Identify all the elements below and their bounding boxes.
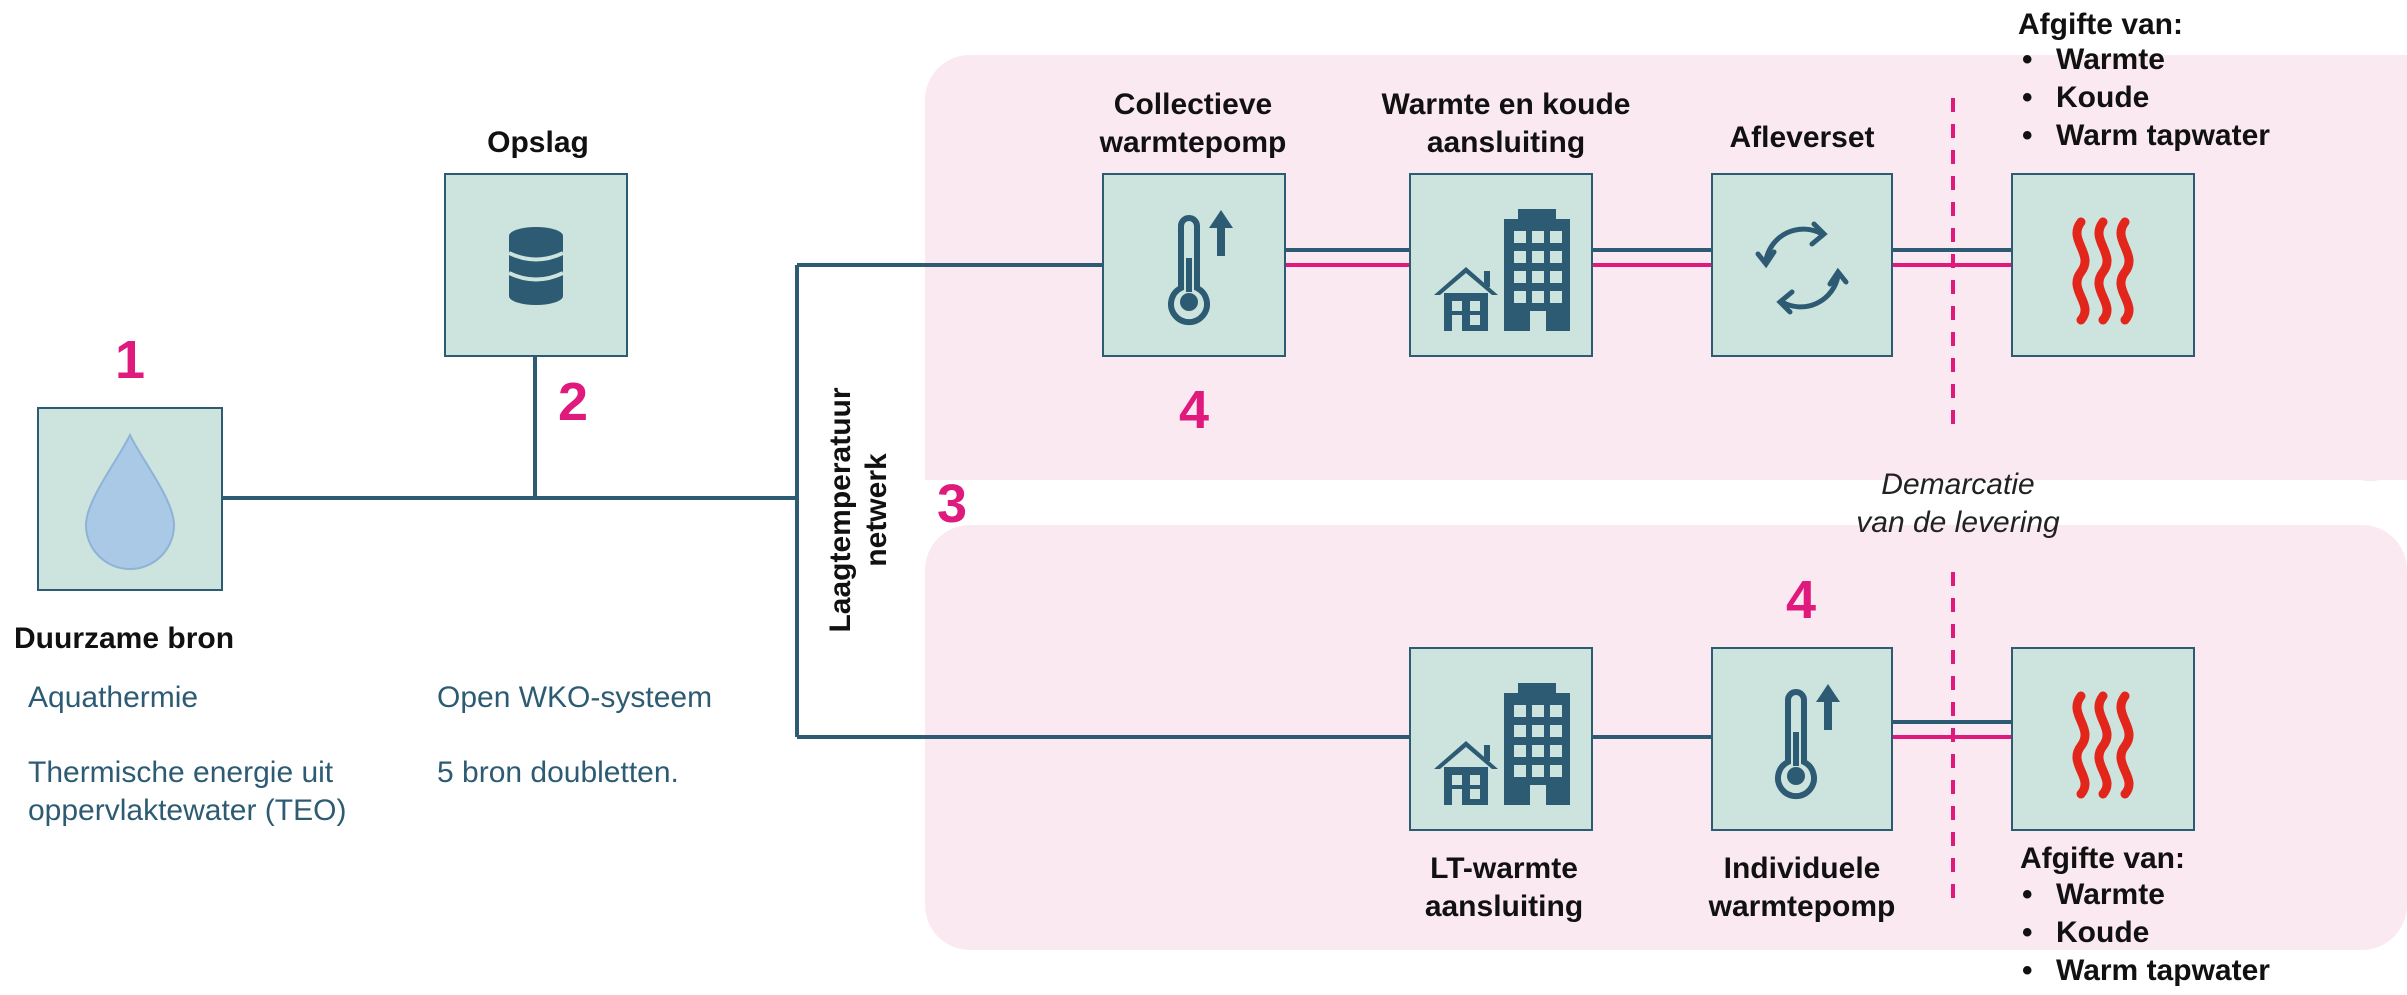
storage-title: Opslag (487, 126, 589, 159)
heat-cold-connection-label-1: Warmte en koude (1382, 88, 1631, 121)
bullet: • (2022, 954, 2033, 987)
demarcation-label-2: van de levering (1856, 506, 2060, 539)
lt-connection-label-1: LT-warmte (1430, 852, 1578, 885)
collective-heatpump-label-2: warmtepomp (1099, 126, 1287, 159)
source-line1: Aquathermie (28, 681, 198, 714)
bullet: • (2022, 119, 2033, 152)
step-number-2: 2 (558, 372, 588, 432)
cycle-arrows-icon (1755, 221, 1849, 315)
output-item-top-3: Warm tapwater (2056, 119, 2270, 152)
heat-waves-icon (2072, 691, 2134, 799)
heat-cold-connection-label-2: aansluiting (1427, 126, 1585, 159)
step-number-1: 1 (115, 330, 145, 390)
source-title: Duurzame bron (14, 622, 234, 655)
individual-heatpump-label-1: Individuele (1724, 852, 1881, 885)
collective-zone-bg (925, 55, 2407, 480)
lt-connection-label-2: aansluiting (1425, 890, 1583, 923)
svg-text:Laagtemperatuur: Laagtemperatuur (824, 387, 857, 632)
bullet: • (2022, 916, 2033, 949)
water-drop-icon (84, 432, 176, 570)
thermometer-arrow-icon (1775, 684, 1840, 800)
house-building-icon (1434, 209, 1570, 331)
bullet: • (2022, 43, 2033, 76)
source-line2b: oppervlaktewater (TEO) (28, 794, 346, 827)
output-item-top-1: Warmte (2056, 43, 2165, 76)
delivery-set-label: Afleverset (1729, 121, 1874, 154)
database-icon (508, 227, 564, 305)
source-line2a: Thermische energie uit (28, 756, 334, 789)
output-item-bottom-1: Warmte (2056, 878, 2165, 911)
thermometer-arrow-icon (1168, 210, 1233, 326)
network-label: Laagtemperatuur netwerk (824, 387, 893, 632)
delivery-set-box (1711, 173, 1893, 357)
house-building-icon (1434, 683, 1570, 805)
output-title-top: Afgifte van: (2018, 8, 2183, 41)
svg-text:netwerk: netwerk (860, 453, 893, 567)
storage-line1: Open WKO-systeem (437, 681, 712, 714)
bullet: • (2022, 878, 2033, 911)
output-item-top-2: Koude (2056, 81, 2149, 114)
collective-heatpump-label-1: Collectieve (1114, 88, 1272, 121)
output-title-bottom: Afgifte van: (2020, 842, 2185, 875)
heat-waves-icon (2072, 217, 2134, 325)
bullet: • (2022, 81, 2033, 114)
individual-heatpump-label-2: warmtepomp (1708, 890, 1896, 923)
step-number-4-top: 4 (1179, 380, 1209, 440)
storage-line2: 5 bron doubletten. (437, 756, 679, 789)
pipes (222, 248, 2012, 739)
demarcation-label-1: Demarcatie (1881, 468, 2034, 501)
output-item-bottom-2: Koude (2056, 916, 2149, 949)
step-number-4-bottom: 4 (1786, 570, 1816, 630)
output-item-bottom-3: Warm tapwater (2056, 954, 2270, 987)
step-number-3: 3 (937, 474, 967, 534)
